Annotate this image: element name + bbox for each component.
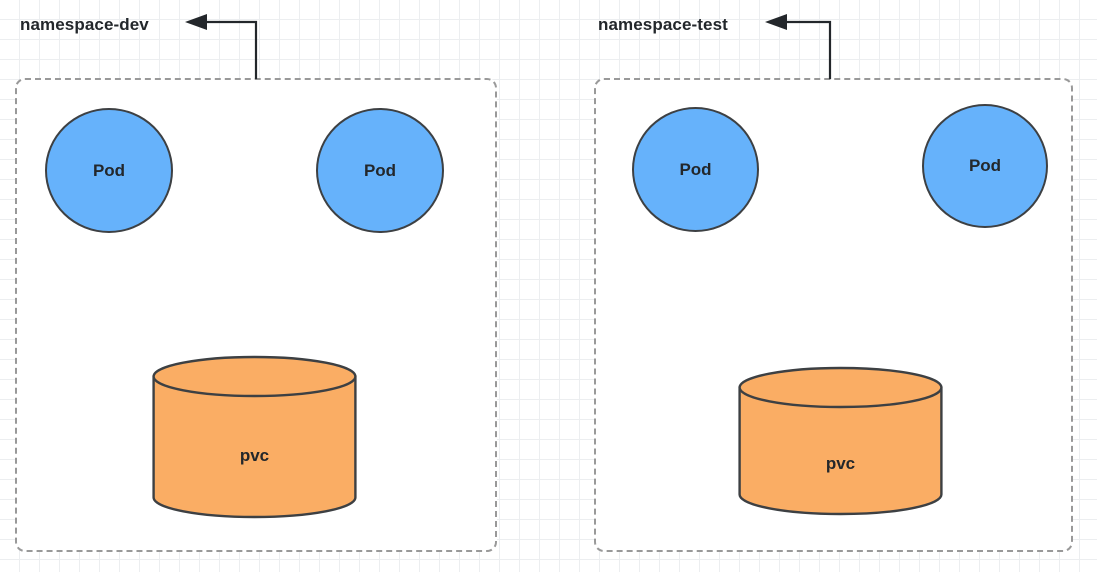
cylinder-icon — [738, 366, 943, 516]
pvc-cylinder-dev[interactable]: pvc — [152, 355, 357, 519]
pod-label: Pod — [363, 160, 397, 180]
namespace-label-test: namespace-test — [598, 15, 728, 34]
namespace-test-connector-arrow — [765, 14, 832, 80]
pod-node-test-2[interactable]: Pod — [922, 104, 1048, 228]
pod-label: Pod — [679, 159, 712, 179]
pod-label: Pod — [92, 160, 126, 180]
namespace-dev-connector-arrow — [185, 14, 258, 80]
pod-node-dev-1[interactable]: Pod — [45, 108, 173, 233]
pod-label: Pod — [968, 156, 1002, 175]
cylinder-icon — [152, 355, 357, 519]
pod-node-dev-2[interactable]: Pod — [316, 108, 444, 233]
pod-node-test-1[interactable]: Pod — [632, 107, 759, 232]
pvc-cylinder-test[interactable]: pvc — [738, 366, 943, 516]
namespace-label-dev: namespace-dev — [20, 15, 149, 34]
